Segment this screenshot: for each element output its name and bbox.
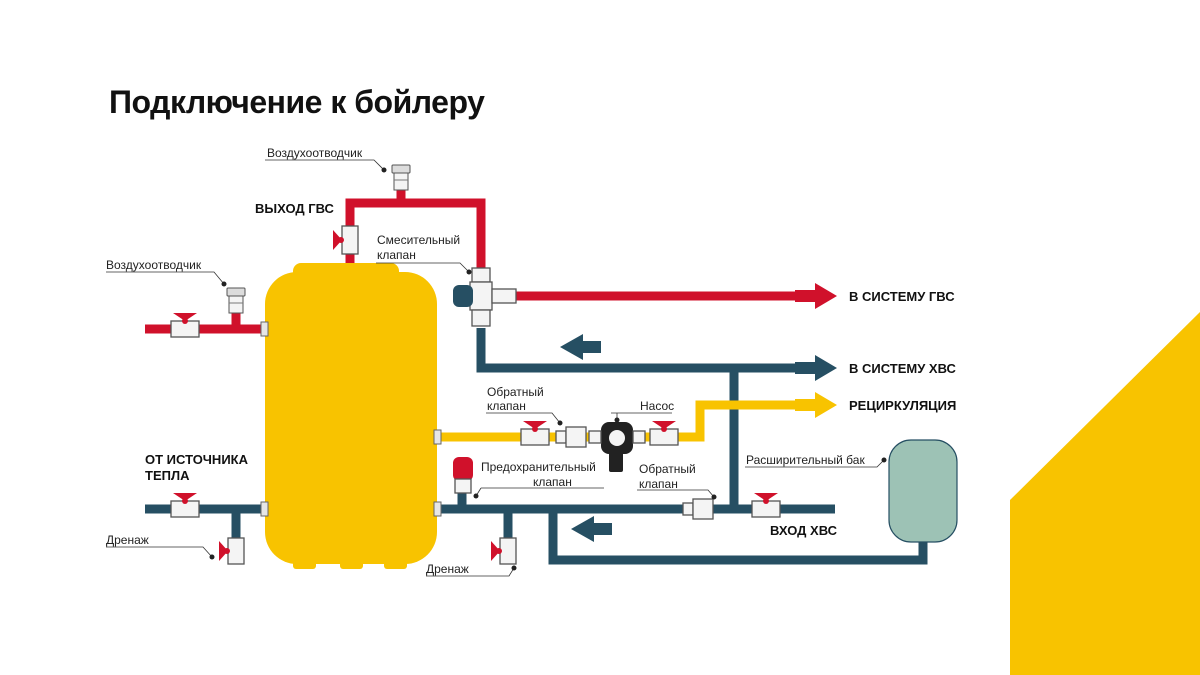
recirculation-pump [588,422,646,472]
hot-outlet-valve [333,225,359,255]
expansion-tank [888,439,958,543]
air-vent-top-label: Воздухоотводчик [267,146,363,160]
recirculation-valve-1 [520,421,550,446]
recirculation-label: РЕЦИРКУЛЯЦИЯ [849,398,956,413]
mixing-valve-label-line2: клапан [377,248,416,262]
drain-center-label: Дренаж [426,562,469,576]
check-valve-2-label-line2: клапан [639,477,678,491]
heat-source-valve [170,493,200,518]
check-valve-1-label-line2: клапан [487,399,526,413]
cold-flow-arrow-upper [560,334,601,360]
mixing-cold-pipe [476,328,795,373]
mixing-valve [453,267,517,327]
drain-center-valve [491,537,517,565]
safety-valve [453,457,473,494]
cold-flow-arrow-lower [571,516,612,542]
drain-left-label: Дренаж [106,533,149,547]
safety-valve-label-line2: клапан [533,475,572,489]
safety-valve-label-line1: Предохранительный [481,460,596,474]
check-valve-cold [682,498,714,520]
to-cold-system-label: В СИСТЕМУ ХВС [849,361,957,376]
hot-system-arrow [795,283,837,309]
left-inlet-valve [170,313,200,338]
pump-label: Насос [640,399,674,413]
air-vent-left-label: Воздухоотводчик [106,258,202,272]
cold-inlet-valve [751,493,781,518]
check-valve-recirculation [555,426,587,448]
check-valve-1-label-line1: Обратный [487,385,544,399]
boiler-tank [260,263,442,569]
heat-source-label-line1: ОТ ИСТОЧНИКА [145,452,249,467]
yellow-corner-decoration [1010,312,1200,675]
recirculation-arrow [795,392,837,418]
hot-outlet-label: ВЫХОД ГВС [255,201,335,216]
heat-source-label-line2: ТЕПЛА [145,468,190,483]
cold-inlet-label: ВХОД ХВС [770,523,838,538]
to-hot-system-label: В СИСТЕМУ ГВС [849,289,955,304]
air-vent-top [391,164,411,191]
recirculation-valve-2 [649,421,679,446]
expansion-tank-pipe [548,509,928,565]
cold-system-arrow [795,355,837,381]
leader-lines [106,159,887,577]
check-valve-2-label-line1: Обратный [639,462,696,476]
mixing-valve-label-line1: Смесительный [377,233,460,247]
air-vent-left [226,287,246,314]
page-title: Подключение к бойлеру [109,84,485,120]
expansion-tank-label: Расширительный бак [746,453,865,467]
drain-left-valve [219,537,245,565]
